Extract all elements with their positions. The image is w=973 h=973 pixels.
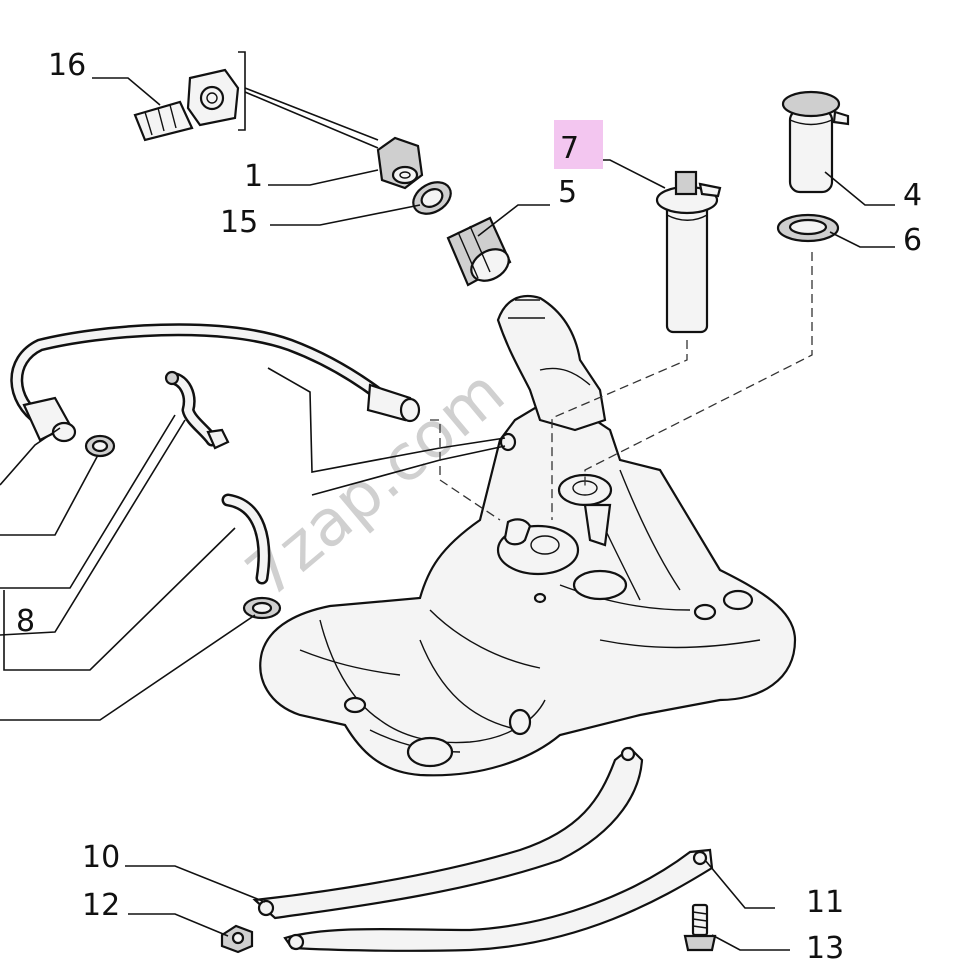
filler-sleeve: [446, 216, 512, 287]
callout-12[interactable]: 12: [82, 888, 120, 923]
callout-10[interactable]: 10: [82, 840, 120, 875]
callout-8[interactable]: 8: [16, 604, 35, 639]
group-leader: [244, 87, 379, 149]
group-bracket: [238, 51, 246, 131]
highlight-box-7: [554, 120, 603, 169]
callout-1[interactable]: 1: [244, 159, 263, 194]
seal-ring: [412, 181, 452, 215]
vent-pipe: [221, 493, 271, 585]
callout-4[interactable]: 4: [903, 178, 922, 213]
fuel-sender-unit: [655, 170, 722, 334]
fuel-pump-unit: [781, 90, 850, 194]
callout-5[interactable]: 5: [558, 175, 577, 210]
callout-11[interactable]: 11: [806, 885, 844, 920]
hose-clamp: [84, 434, 282, 620]
callout-13[interactable]: 13: [806, 931, 844, 966]
callout-16[interactable]: 16: [48, 48, 86, 83]
fuel-tank: [259, 294, 797, 777]
dashed-guides: [430, 252, 813, 521]
connector-plug: [133, 68, 240, 142]
vent-valve: [376, 136, 424, 190]
strap-bolt: [683, 903, 717, 952]
callout-6[interactable]: 6: [903, 223, 922, 258]
callout-15[interactable]: 15: [220, 205, 258, 240]
fuel-line: [10, 323, 421, 443]
callout-7[interactable]: 7: [560, 131, 579, 166]
breather-hose: [164, 370, 230, 450]
pump-seal-ring: [776, 213, 840, 243]
tank-strap-left: [252, 746, 644, 920]
leader-lines: [0, 77, 895, 951]
strap-nut: [220, 924, 254, 954]
